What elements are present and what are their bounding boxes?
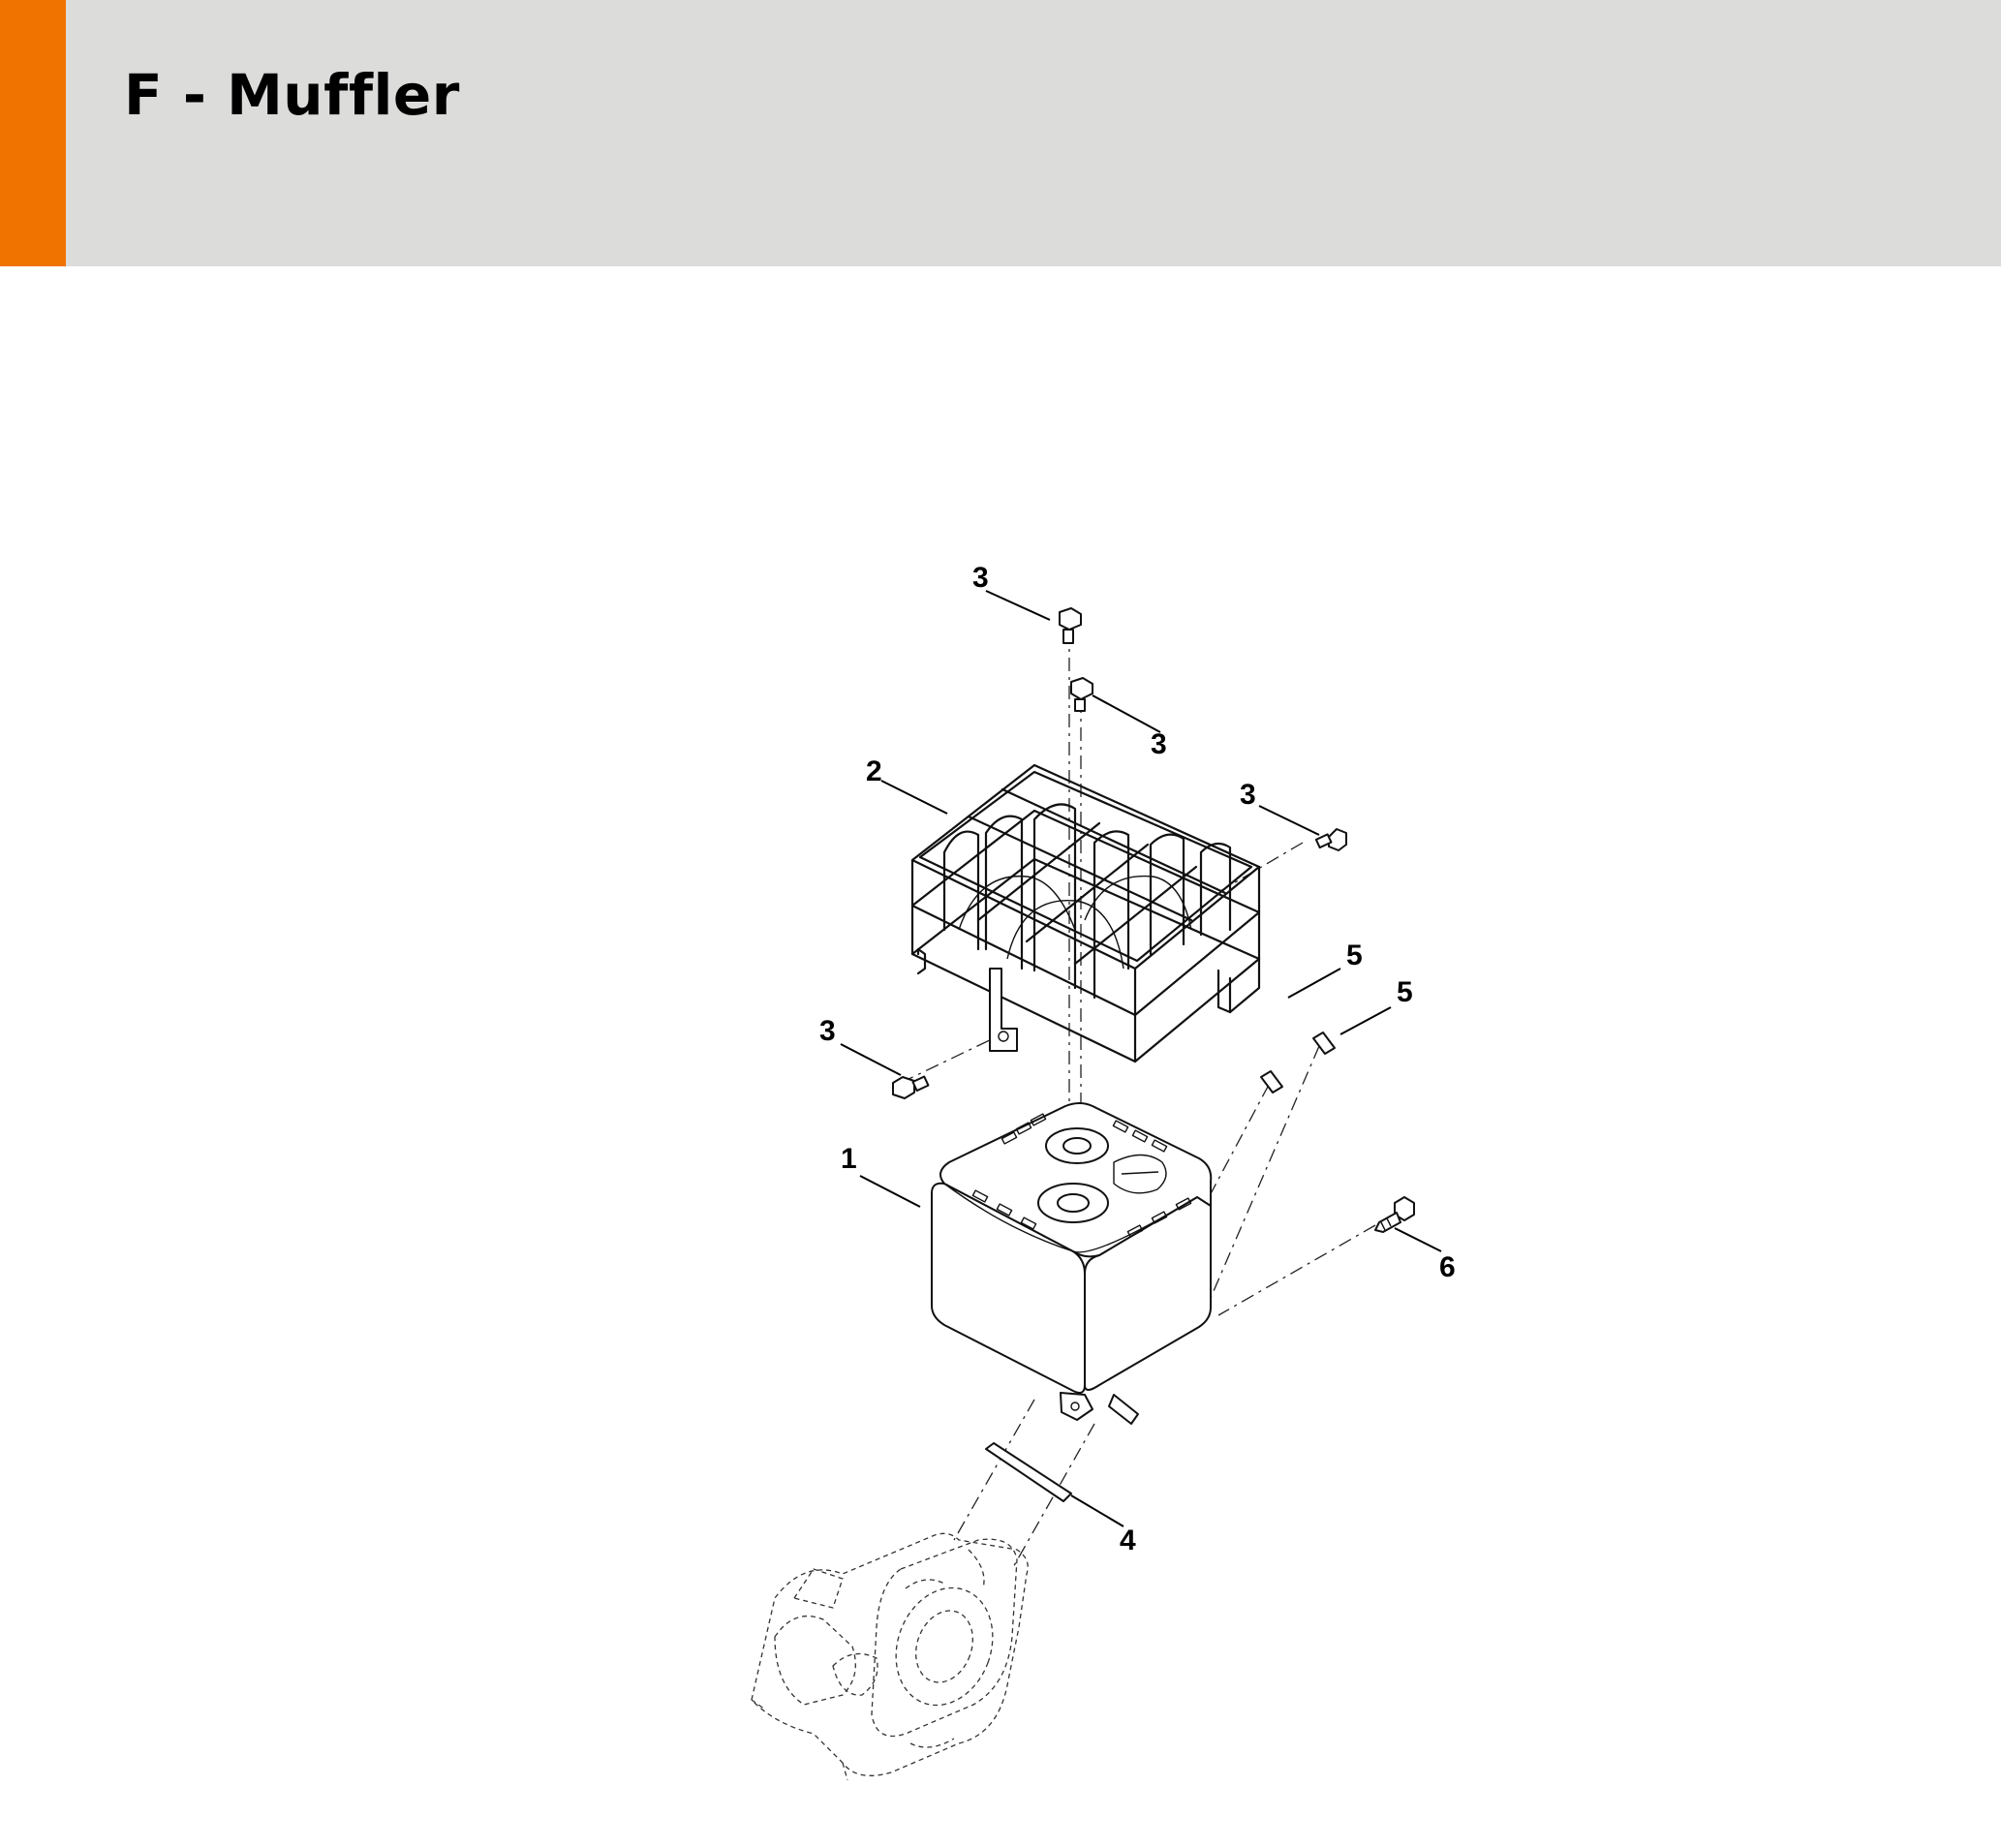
callout-3-upper-mid: 3 bbox=[1151, 728, 1167, 760]
assembly-lines bbox=[900, 630, 1376, 1570]
gasket bbox=[985, 1442, 1072, 1502]
callout-labels: 3 3 2 3 5 5 3 1 6 4 bbox=[819, 562, 1456, 1556]
muffler-body bbox=[931, 1102, 1213, 1425]
callout-5-left: 5 bbox=[1346, 939, 1363, 971]
engine-block-phantom bbox=[751, 1532, 1029, 1781]
bolt-right bbox=[1314, 828, 1347, 851]
bolt-left bbox=[892, 1075, 930, 1099]
header-accent-stripe bbox=[0, 0, 66, 266]
wire-guard bbox=[910, 763, 1261, 1063]
callout-3-right: 3 bbox=[1240, 779, 1256, 811]
callout-leaders bbox=[840, 590, 1442, 1527]
callout-4-gasket: 4 bbox=[1120, 1525, 1136, 1556]
callout-5-right: 5 bbox=[1397, 976, 1413, 1008]
callout-3-left: 3 bbox=[819, 1015, 836, 1047]
callout-2-wire-guard: 2 bbox=[866, 755, 882, 787]
stud-1 bbox=[1260, 1070, 1283, 1093]
screw-6 bbox=[1374, 1196, 1415, 1233]
callout-1-muffler: 1 bbox=[841, 1143, 857, 1175]
stud-2 bbox=[1312, 1032, 1336, 1055]
bolt-upper-mid bbox=[1070, 677, 1093, 712]
header-bar bbox=[0, 0, 2001, 266]
bolt-top bbox=[1059, 607, 1082, 644]
page-title: F - Muffler bbox=[124, 62, 460, 128]
callout-3-top: 3 bbox=[972, 562, 989, 594]
callout-6-screw: 6 bbox=[1439, 1251, 1456, 1283]
